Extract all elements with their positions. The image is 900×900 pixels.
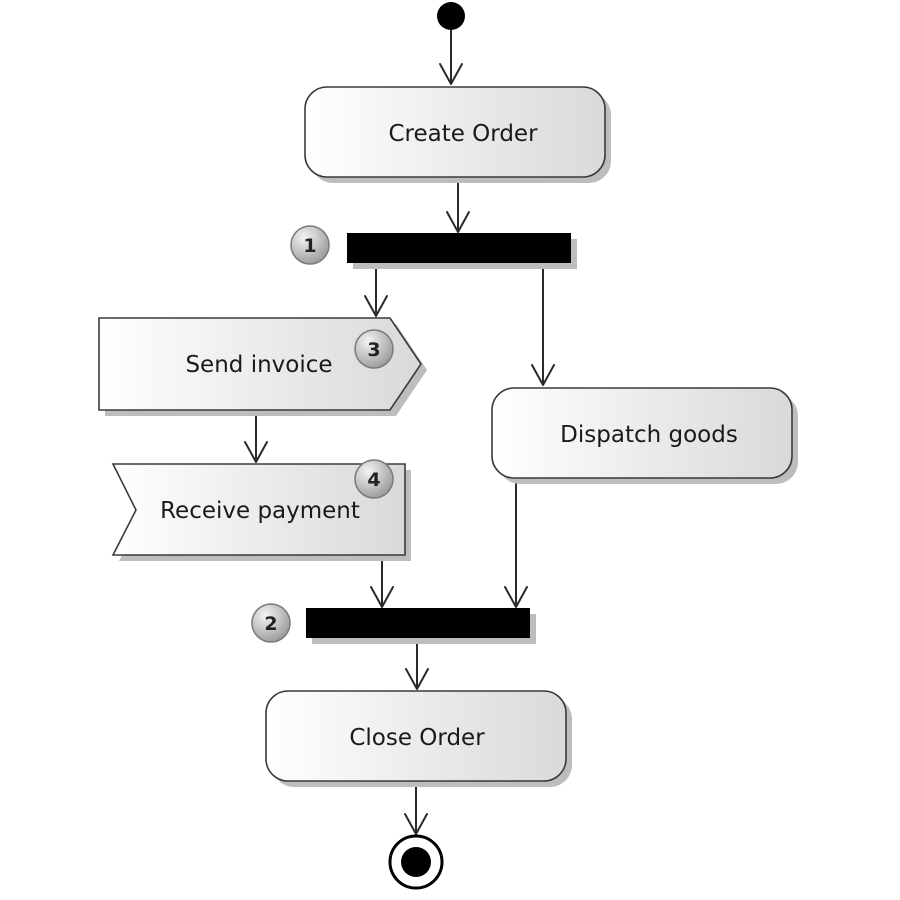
action-dispatch-goods[interactable]: Dispatch goods (491, 387, 798, 484)
edge-start-to-create-order (439, 30, 463, 85)
edge-dispatch-goods-to-join (504, 476, 528, 608)
badge-fork: 1 (290, 225, 330, 265)
action-close-order[interactable]: Close Order (265, 690, 572, 787)
edge-fork-to-dispatch-goods (531, 263, 555, 386)
action-dispatch-goods-label: Dispatch goods (560, 422, 738, 448)
edge-fork-to-send-invoice (364, 263, 388, 317)
action-receive-payment[interactable]: Receive payment (111, 463, 411, 561)
action-create-order[interactable]: Create Order (304, 86, 611, 183)
edge-send-invoice-to-receive-payment (244, 408, 268, 463)
join-bar (306, 608, 536, 644)
final-node (388, 834, 444, 890)
badge-join: 2 (251, 603, 291, 643)
fork-bar (347, 233, 577, 269)
action-receive-payment-label: Receive payment (160, 498, 360, 524)
action-create-order-label: Create Order (388, 121, 538, 147)
action-send-invoice[interactable]: Send invoice (98, 317, 427, 416)
edge-join-to-close-order (405, 637, 429, 690)
badge-join-label: 2 (264, 613, 277, 635)
badge-fork-label: 1 (303, 235, 316, 257)
badge-send-invoice: 3 (354, 329, 394, 369)
badge-send-invoice-label: 3 (367, 339, 380, 361)
edge-receive-payment-to-join (370, 553, 394, 608)
edge-close-order-to-end (404, 780, 428, 835)
action-close-order-label: Close Order (349, 725, 485, 751)
badge-receive-payment-label: 4 (367, 469, 380, 491)
edge-create-order-to-fork (446, 176, 470, 233)
action-send-invoice-label: Send invoice (185, 352, 332, 378)
initial-node (437, 2, 465, 30)
badge-receive-payment: 4 (354, 459, 394, 499)
